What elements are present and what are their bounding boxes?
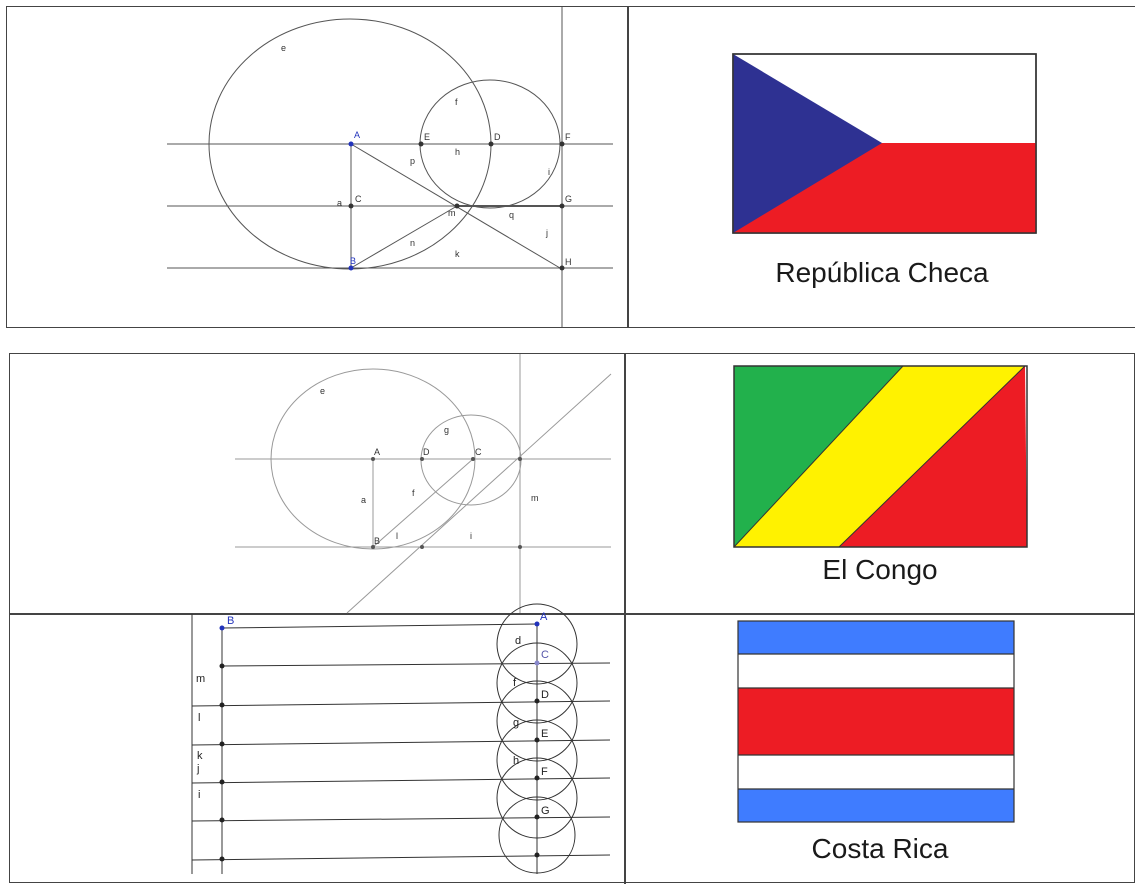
label-f: f: [412, 488, 415, 498]
label-C: C: [541, 649, 549, 661]
country-label-congo: El Congo: [822, 554, 938, 585]
label-m: m: [531, 493, 539, 503]
label-G: G: [541, 805, 550, 817]
label-C: C: [355, 194, 362, 204]
label-g: g: [444, 425, 449, 435]
label-j: j: [545, 228, 548, 238]
czech-flag: [732, 53, 1037, 234]
label-e: e: [320, 386, 325, 396]
label-l: l: [396, 531, 398, 541]
label-g: g: [513, 717, 519, 729]
label-p: p: [410, 156, 415, 166]
label-F: F: [565, 132, 571, 142]
label-j: j: [196, 763, 199, 775]
label-C: C: [475, 447, 482, 457]
table-divider: [624, 354, 626, 884]
label-D: D: [423, 447, 430, 457]
country-label-czech: República Checa: [775, 257, 989, 288]
label-d: d: [515, 635, 521, 647]
congo-flag: [733, 365, 1028, 548]
label-n: n: [410, 238, 415, 248]
label-k: k: [455, 249, 460, 259]
label-E: E: [424, 132, 430, 142]
label-B: B: [227, 615, 234, 627]
label-A: A: [540, 611, 548, 623]
label-a: a: [361, 495, 366, 505]
label-A: A: [354, 130, 360, 140]
label-D: D: [541, 689, 549, 701]
table-czech: e f A E h D F p i a C m q G n j B k H Re…: [6, 6, 1135, 328]
label-e: e: [281, 43, 286, 53]
label-k: k: [197, 750, 203, 762]
table-divider: [627, 7, 629, 327]
table-congo-costarica: e g A D C a f m B l i El Congo: [9, 353, 1135, 884]
czech-construction-diagram: e f A E h D F p i a C m q G n j B k H: [167, 7, 613, 327]
label-q: q: [509, 210, 514, 220]
label-a: a: [337, 198, 342, 208]
label-F: F: [541, 766, 548, 778]
congo-construction-diagram: e g A D C a f m B l i: [235, 354, 612, 614]
label-H: H: [565, 257, 572, 267]
label-D: D: [494, 132, 501, 142]
label-i: i: [470, 531, 472, 541]
label-f: f: [513, 677, 517, 689]
label-E: E: [541, 728, 548, 740]
label-h: h: [455, 147, 460, 157]
costarica-construction-diagram: B A d C m f D l g E k j h F G i: [191, 603, 611, 874]
label-B: B: [374, 536, 380, 546]
label-f: f: [455, 97, 458, 107]
label-B: B: [350, 256, 356, 266]
label-i: i: [198, 789, 200, 801]
label-i: i: [548, 167, 550, 177]
label-l: l: [198, 712, 200, 724]
label-h: h: [513, 755, 519, 767]
row-divider: [10, 613, 1135, 615]
label-A: A: [374, 447, 380, 457]
label-m: m: [196, 673, 205, 685]
label-G: G: [565, 194, 572, 204]
label-m: m: [448, 208, 456, 218]
costarica-flag: [737, 620, 1015, 823]
country-label-costarica: Costa Rica: [811, 833, 949, 864]
